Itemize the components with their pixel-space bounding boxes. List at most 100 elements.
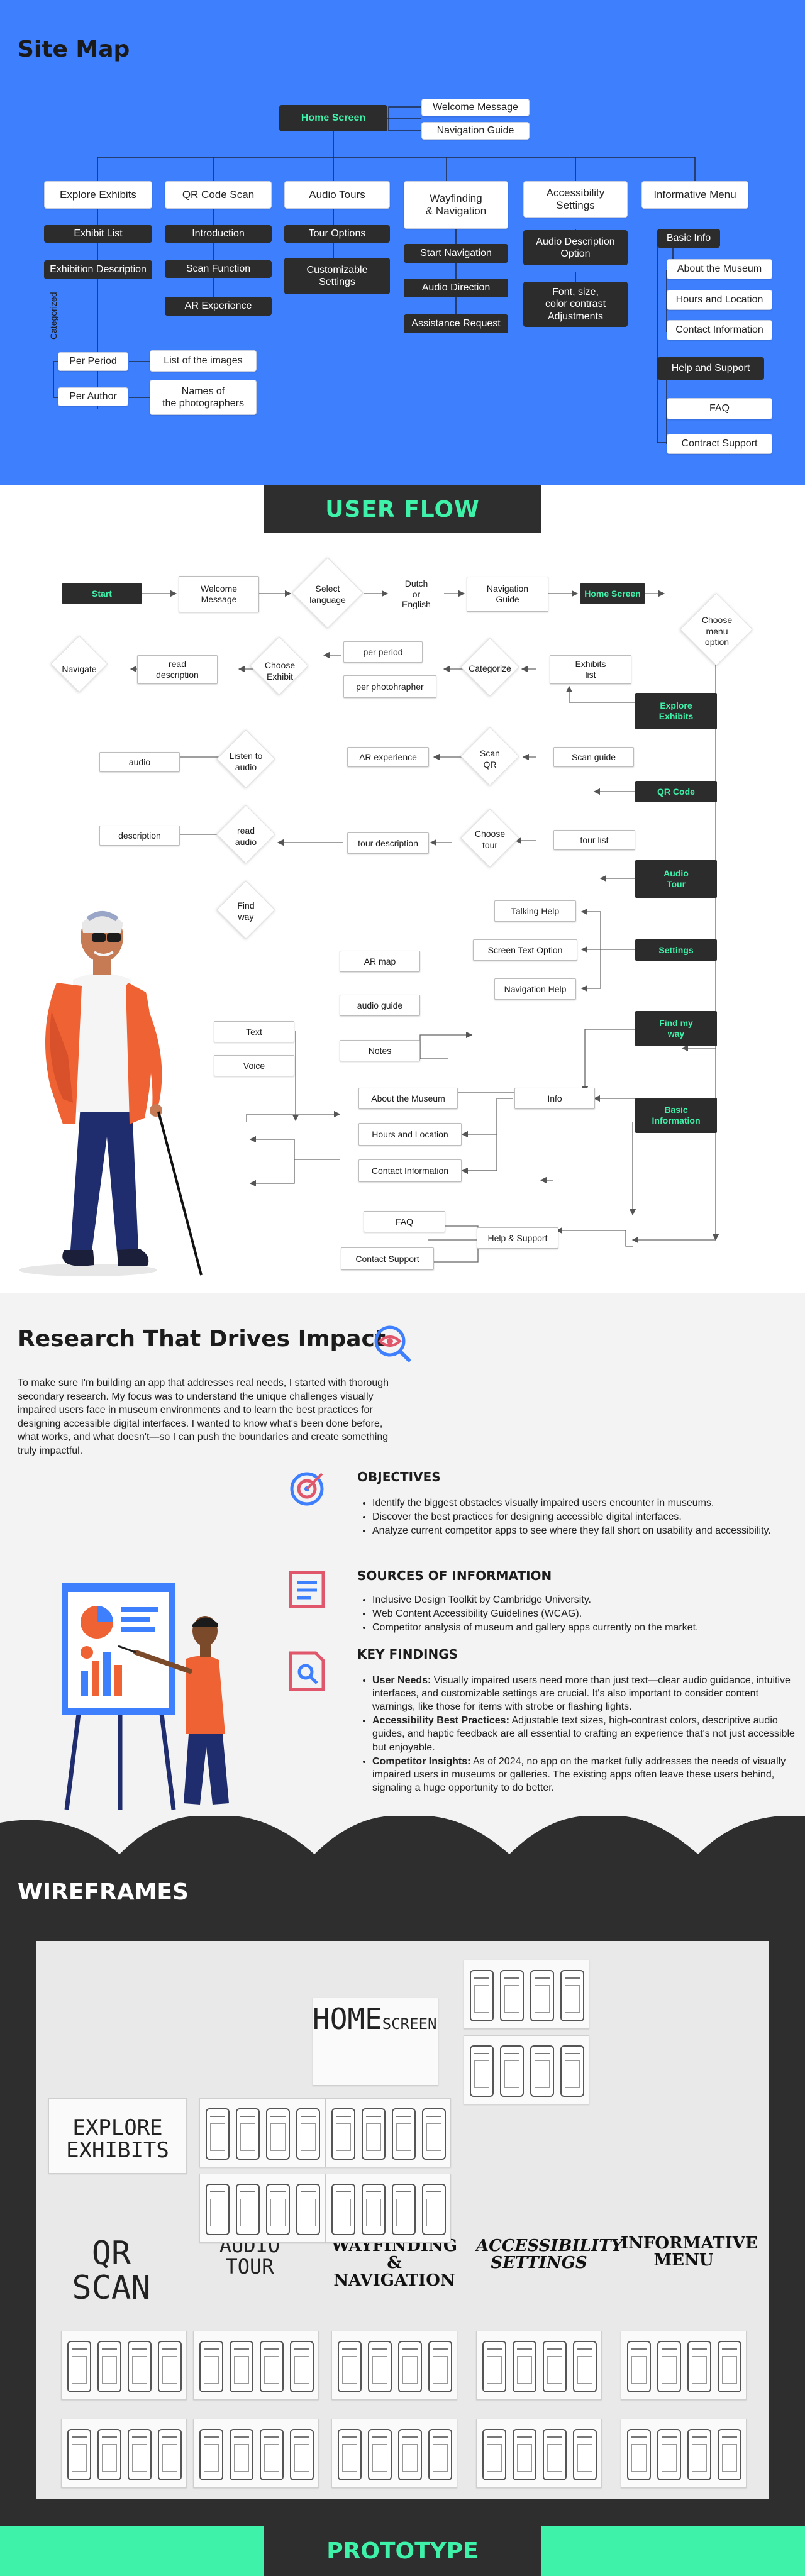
sources-title: SOURCES OF INFORMATION (357, 1568, 552, 1583)
prototype-section: PROTOTYPE PROTOTYPE (0, 2526, 805, 2576)
wf-screen-word: SCREEN (382, 2015, 437, 2033)
wireframes-photo: HOMESCREEN EXPLORE EXHIBITS QR SCAN AUDI… (36, 1941, 769, 2499)
sitemap-start-navigation[interactable]: Start Navigation (404, 244, 508, 263)
uf-ar-map[interactable]: AR map (340, 951, 420, 972)
uf-home-screen[interactable]: Home Screen (580, 583, 645, 604)
sitemap-names-photographers[interactable]: Names of the photographers (150, 380, 257, 415)
uf-read-audio-text: read audio (235, 826, 257, 847)
sitemap-exhibit-list[interactable]: Exhibit List (44, 225, 152, 243)
findings-title: KEY FINDINGS (357, 1647, 458, 1662)
findings-list: User Needs: Visually impaired users need… (361, 1674, 795, 1795)
uf-per-photographer[interactable]: per photohrapher (343, 675, 436, 698)
sitemap-exhibition-description[interactable]: Exhibition Description (44, 260, 152, 279)
sitemap-qr-code-scan[interactable]: QR Code Scan (165, 181, 272, 209)
wf-phone-sketch (97, 2429, 121, 2480)
wireframes-title: WIREFRAMES (18, 1879, 189, 1905)
sitemap-assistance-request[interactable]: Assistance Request (404, 314, 508, 333)
finding-label: Accessibility Best Practices: (372, 1715, 509, 1727)
uf-ar-experience[interactable]: AR experience (347, 747, 429, 767)
sitemap-introduction[interactable]: Introduction (165, 225, 272, 243)
sitemap-per-author[interactable]: Per Author (58, 387, 128, 406)
uf-scan-guide[interactable]: Scan guide (553, 747, 634, 767)
uf-audio-guide[interactable]: audio guide (340, 995, 420, 1016)
uf-tour-list[interactable]: tour list (553, 830, 635, 850)
sitemap-wayfinding-navigation[interactable]: Wayfinding & Navigation (404, 181, 508, 229)
uf-talking-help[interactable]: Talking Help (494, 900, 576, 922)
uf-audio-tour[interactable]: Audio Tour (635, 860, 717, 898)
wf-phone-sketch (199, 2341, 223, 2392)
wf-phone-sketch (266, 2184, 290, 2235)
uf-exhibits-list[interactable]: Exhibits list (550, 655, 631, 684)
sitemap-list-images[interactable]: List of the images (150, 350, 257, 372)
target-icon (290, 1472, 324, 1506)
uf-voice[interactable]: Voice (214, 1055, 294, 1076)
sitemap-scan-function[interactable]: Scan Function (165, 260, 272, 278)
uf-info[interactable]: Info (514, 1088, 595, 1109)
objectives-title: OBJECTIVES (357, 1469, 441, 1484)
uf-navigation-help[interactable]: Navigation Help (494, 978, 576, 1000)
wf-phone-sketch (368, 2429, 392, 2480)
uf-scan-qr-text: Scan QR (480, 748, 500, 770)
wf-phone-sketch (513, 2429, 536, 2480)
sitemap-audio-direction[interactable]: Audio Direction (404, 279, 508, 297)
sitemap-faq[interactable]: FAQ (667, 398, 772, 419)
uf-hours-location[interactable]: Hours and Location (358, 1123, 462, 1146)
uf-text[interactable]: Text (214, 1021, 294, 1042)
wf-phone-sketch (500, 1970, 524, 2021)
uf-read-description[interactable]: read description (137, 655, 218, 684)
wf-phone-sketch (398, 2341, 422, 2392)
uf-about-museum[interactable]: About the Museum (358, 1088, 458, 1109)
uf-notes[interactable]: Notes (340, 1040, 420, 1061)
uf-navigate-text: Navigate (62, 664, 97, 674)
uf-audio[interactable]: audio (99, 752, 180, 772)
uf-per-period[interactable]: per period (343, 641, 423, 663)
sitemap-audio-tours[interactable]: Audio Tours (284, 181, 390, 209)
wf-phone-sketch (230, 2429, 253, 2480)
uf-faq[interactable]: FAQ (364, 1211, 445, 1232)
wf-phone-sketch (260, 2341, 284, 2392)
uf-screen-text-option[interactable]: Screen Text Option (473, 939, 577, 961)
uf-contact-information[interactable]: Contact Information (358, 1159, 462, 1182)
sitemap-welcome-message[interactable]: Welcome Message (421, 99, 530, 116)
sitemap-font-adjustments[interactable]: Font, size, color contrast Adjustments (523, 282, 628, 327)
uf-description[interactable]: description (99, 826, 180, 846)
sitemap-customizable-settings[interactable]: Customizable Settings (284, 258, 390, 294)
uf-explore-exhibits[interactable]: Explore Exhibits (635, 693, 717, 729)
sitemap-hours-location[interactable]: Hours and Location (667, 290, 772, 310)
sitemap-audio-description-option[interactable]: Audio Description Option (523, 230, 628, 265)
sitemap-informative-menu[interactable]: Informative Menu (641, 181, 748, 209)
uf-navigation-guide[interactable]: Navigation Guide (467, 577, 548, 612)
sitemap-explore-exhibits[interactable]: Explore Exhibits (44, 181, 152, 209)
uf-tour-description[interactable]: tour description (347, 832, 429, 854)
uf-find-my-way[interactable]: Find my way (635, 1011, 717, 1046)
source-item: Inclusive Design Toolkit by Cambridge Un… (372, 1593, 789, 1606)
wf-phone-sketch (428, 2341, 452, 2392)
sitemap-help-support[interactable]: Help and Support (657, 357, 764, 380)
wf-phone-sketch (296, 2184, 320, 2235)
sitemap-about-museum[interactable]: About the Museum (667, 259, 772, 279)
finding-text: Adjustable text sizes, high-contrast col… (372, 1715, 795, 1753)
sitemap-tour-options[interactable]: Tour Options (284, 225, 390, 243)
wf-home-word: HOME (313, 2002, 382, 2036)
sitemap-navigation-guide[interactable]: Navigation Guide (421, 122, 530, 140)
sitemap-accessibility-settings[interactable]: Accessibility Settings (523, 181, 628, 218)
wf-phone-sketch (530, 2045, 554, 2097)
uf-contact-support[interactable]: Contact Support (341, 1247, 434, 1270)
uf-settings[interactable]: Settings (635, 939, 717, 961)
uf-start[interactable]: Start (62, 583, 142, 604)
sitemap-section: Site Map Home Screen Welcome Message Nav… (0, 0, 805, 485)
uf-basic-information[interactable]: Basic Information (635, 1098, 717, 1133)
research-intro: To make sure I'm building an app that ad… (18, 1378, 389, 1456)
sitemap-contract-support[interactable]: Contract Support (667, 434, 772, 454)
document-icon (289, 1571, 325, 1608)
sitemap-contact-information[interactable]: Contact Information (667, 320, 772, 340)
sitemap-ar-experience[interactable]: AR Experience (165, 297, 272, 316)
sitemap-per-period[interactable]: Per Period (58, 352, 128, 371)
wf-phone-sketch (67, 2341, 91, 2392)
uf-qr-code[interactable]: QR Code (635, 781, 717, 802)
sitemap-basic-info[interactable]: Basic Info (657, 229, 720, 248)
sitemap-home-screen[interactable]: Home Screen (279, 105, 387, 131)
wf-phone-sketch (331, 2184, 355, 2235)
uf-welcome-message[interactable]: Welcome Message (179, 576, 259, 612)
uf-help-support[interactable]: Help & Support (477, 1227, 558, 1249)
